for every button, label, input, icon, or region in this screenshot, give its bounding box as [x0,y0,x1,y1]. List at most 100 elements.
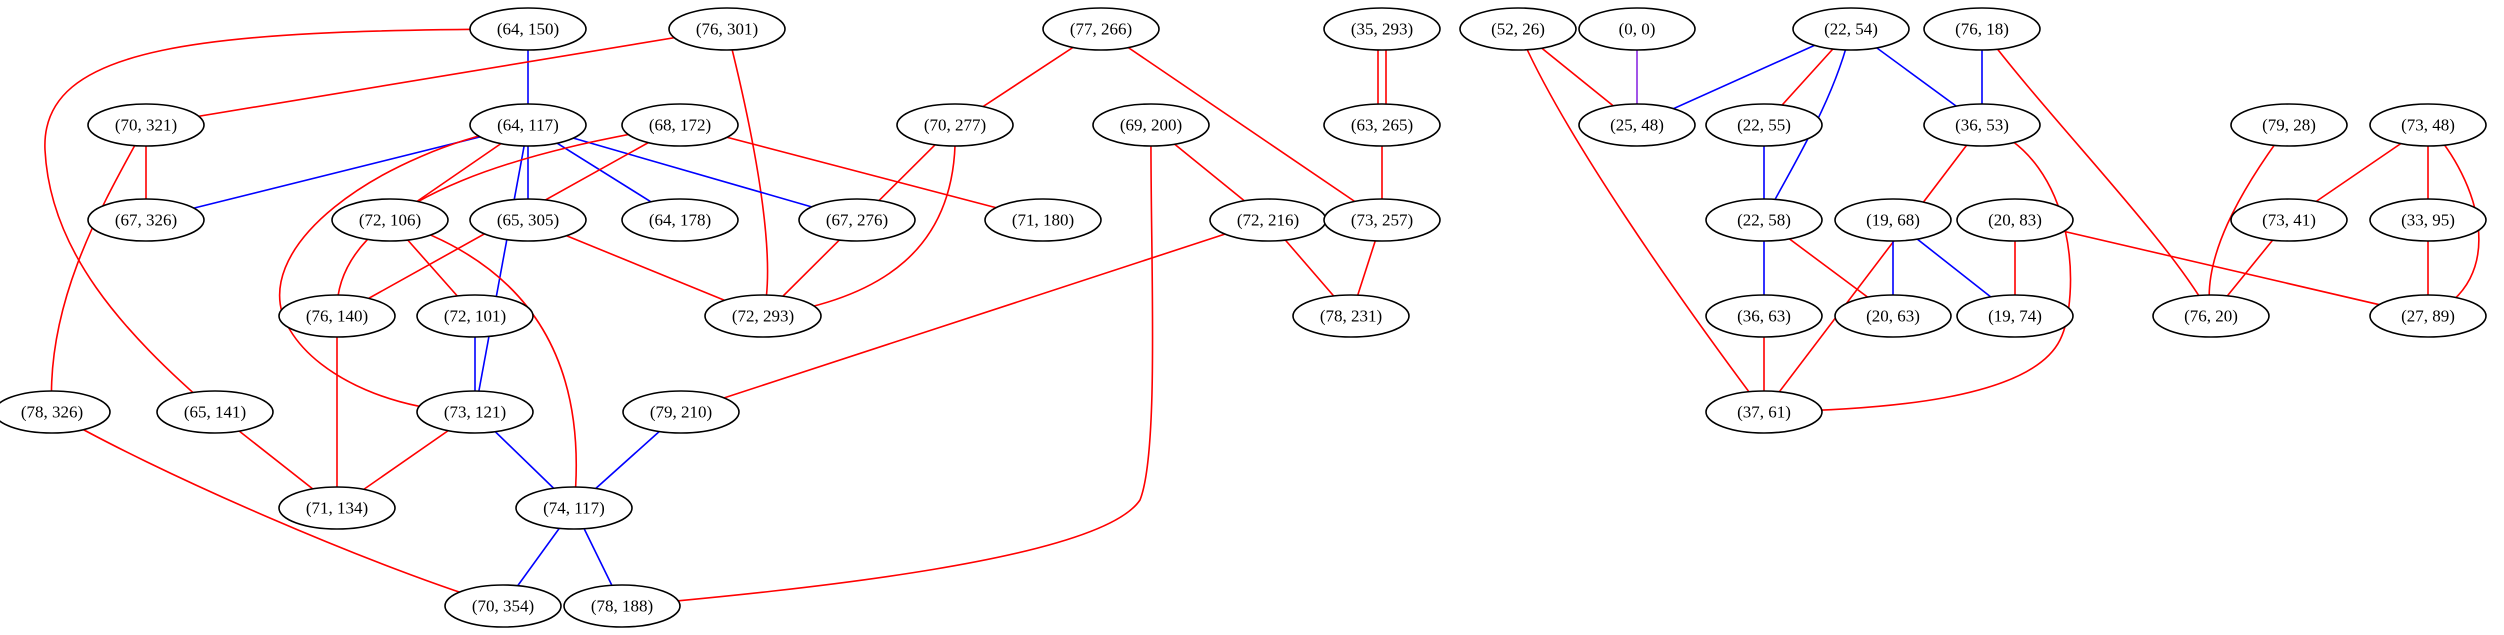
node-ellipse [1923,103,2041,147]
node-label: (70, 354) [472,597,534,616]
node-label: (76, 18) [1955,20,2009,39]
node-ellipse [896,103,1014,147]
graph-node: (20, 63) [1834,294,1952,338]
edge-n76_301-n72_293 [726,28,769,317]
node-ellipse [156,390,274,434]
edge-n68_172-n64_178 [278,124,529,413]
node-label: (70, 277) [924,116,986,135]
graph-node: (72, 101) [416,294,534,338]
node-label: (36, 63) [1737,307,1791,326]
graph-node: (70, 277) [896,103,1014,147]
graph-node: (68, 172) [621,103,739,147]
node-label: (70, 321) [115,116,177,135]
edge-n78_326-n70_354 [51,411,504,607]
graph-node: (22, 55) [1705,103,1823,147]
node-label: (76, 20) [2184,307,2238,326]
graph-node: (77, 266) [1042,7,1160,51]
graph-node: (64, 117) [469,103,587,147]
graph-node: (36, 53) [1923,103,2041,147]
node-label: (77, 266) [1070,20,1132,39]
graph-node: (36, 63) [1705,294,1823,338]
node-ellipse [1292,294,1410,338]
node-label: (72, 293) [732,307,794,326]
graph-node: (19, 74) [1956,294,2074,338]
graph-node: (64, 178) [621,198,739,242]
edge-n72_106-n74_117 [389,219,578,509]
graph-node: (70, 321) [87,103,205,147]
node-ellipse [1705,294,1823,338]
graph-node: (71, 134) [278,486,396,530]
graph-node: (78, 231) [1292,294,1410,338]
node-ellipse [984,198,1102,242]
edges-layer [44,28,2480,607]
graph-node: (35, 293) [1323,7,1441,51]
graph-node: (73, 257) [1323,198,1441,242]
node-label: (72, 216) [1237,211,1299,230]
node-label: (33, 95) [2401,211,2455,230]
node-ellipse [621,103,739,147]
node-ellipse [668,7,786,51]
node-ellipse [704,294,822,338]
edge-n70_321-n78_326 [50,124,147,413]
node-ellipse [621,198,739,242]
node-label: (35, 293) [1351,20,1413,39]
graph-node: (22, 54) [1792,7,1910,51]
edge-n76_301-n70_321 [145,28,728,126]
node-label: (37, 61) [1737,403,1791,422]
graph-node: (67, 326) [87,198,205,242]
node-ellipse [469,103,587,147]
graph-node: (25, 48) [1578,103,1696,147]
graph-node: (73, 41) [2230,198,2348,242]
node-label: (64, 150) [497,20,559,39]
node-ellipse [2230,198,2348,242]
node-label: (22, 54) [1824,20,1878,39]
node-ellipse [278,294,396,338]
graph-node: (64, 150) [469,7,587,51]
node-label: (79, 28) [2262,116,2316,135]
node-ellipse [1792,7,1910,51]
graph-node: (27, 89) [2369,294,2487,338]
node-label: (52, 26) [1491,20,1545,39]
node-ellipse [798,198,916,242]
edge-n68_172-n71_180 [679,124,1044,221]
node-label: (78, 231) [1320,307,1382,326]
graph-node: (20, 83) [1956,198,2074,242]
node-ellipse [2369,294,2487,338]
node-ellipse [331,198,449,242]
edge-n79_28-n73_41 [1763,124,2072,413]
graph-node: (65, 141) [156,390,274,434]
node-label: (22, 58) [1737,211,1791,230]
node-label: (76, 140) [306,307,368,326]
node-label: (73, 257) [1351,211,1413,230]
node-ellipse [1459,7,1577,51]
graph-node: (72, 106) [331,198,449,242]
node-label: (78, 326) [21,403,83,422]
graph-node: (78, 326) [0,390,111,434]
graph-node: (63, 265) [1323,103,1441,147]
graph-node: (33, 95) [2369,198,2487,242]
node-label: (76, 301) [696,20,758,39]
edge-n64_117-n73_121 [474,124,529,413]
node-label: (19, 74) [1988,307,2042,326]
node-label: (64, 117) [497,116,559,135]
node-ellipse [1323,103,1441,147]
node-label: (27, 89) [2401,307,2455,326]
graph-node: (0, 0) [1578,7,1696,51]
node-label: (64, 178) [649,211,711,230]
node-ellipse [87,103,205,147]
node-ellipse [1923,7,2041,51]
node-label: (67, 276) [826,211,888,230]
node-ellipse [469,198,587,242]
edge-n72_216-n79_210 [680,219,1269,413]
node-label: (78, 188) [591,597,653,616]
edge-n76_18-n76_20 [1981,28,2212,317]
graph-node: (73, 48) [2369,103,2487,147]
node-ellipse [1323,7,1441,51]
node-label: (73, 121) [444,403,506,422]
edge-n52_26-n37_61 [1517,28,1765,413]
node-ellipse [416,294,534,338]
node-label: (73, 48) [2401,116,2455,135]
node-ellipse [1578,103,1696,147]
edge-n36_53-n37_61 [1763,124,1983,413]
